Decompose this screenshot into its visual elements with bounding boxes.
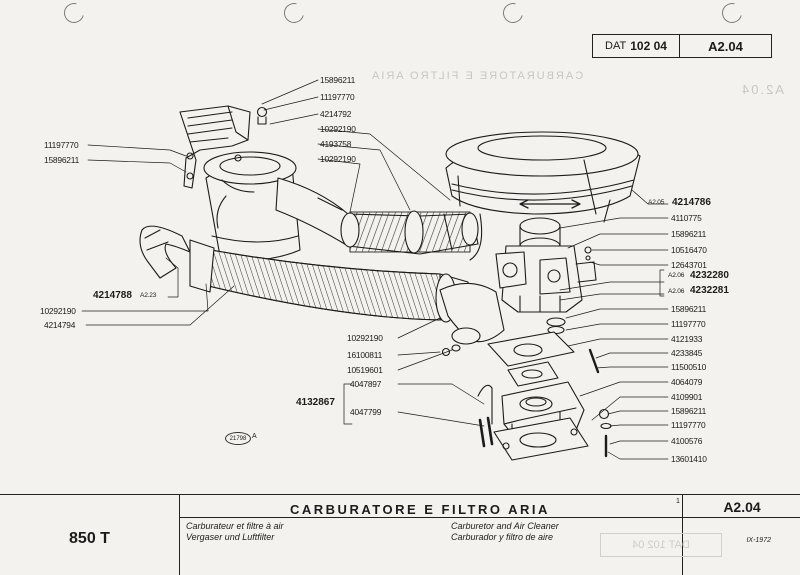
figure-number: 21798 — [225, 432, 251, 445]
part-number-label: 10519601 — [347, 365, 383, 375]
part-number-label: 10292190 — [320, 154, 356, 164]
sheet-code-box: DAT 102 04 A2.04 — [592, 34, 772, 58]
doc-number-value: 102 04 — [630, 39, 667, 53]
footer-code-divider — [683, 517, 800, 518]
figure-letter: A — [252, 433, 257, 440]
section-title: CARBURATORE E FILTRO ARIA — [290, 502, 550, 517]
carburetor — [495, 245, 597, 313]
part-number-label: 10292190 — [347, 333, 383, 343]
title-spanish: Carburador y filtro de aire — [451, 532, 554, 542]
carburetor-gaskets — [487, 317, 600, 387]
doc-number: DAT 102 04 — [593, 35, 680, 57]
section-reference: A2.23 — [140, 292, 157, 299]
part-number-label: 4047897 — [350, 379, 382, 389]
air-cleaner — [445, 131, 641, 261]
section-reference: A2.06 — [668, 272, 685, 279]
part-number-label: 4100576 — [671, 436, 703, 446]
part-number-label: 4110775 — [671, 213, 702, 223]
title-german: Vergaser und Luftfilter — [186, 532, 275, 542]
air-intake-body — [203, 151, 301, 261]
part-number-label: 4132867 — [296, 397, 335, 408]
part-number-label: 10516470 — [671, 245, 707, 255]
part-number-label: 15896211 — [320, 75, 356, 85]
footer-code-box: A2.04 IX-1972 — [682, 495, 800, 575]
part-number-label: 4214786 — [672, 197, 711, 208]
part-number-label: 15896211 — [44, 155, 80, 165]
doc-prefix: DAT — [605, 40, 627, 52]
part-number-label: 16100811 — [347, 350, 383, 360]
part-number-label: 11197770 — [320, 92, 355, 102]
title-french: Carburateur et filtre à air — [186, 521, 284, 531]
part-number-label: 11500510 — [671, 362, 707, 372]
hose-elbow — [439, 282, 505, 343]
part-number-label: 11197770 — [671, 420, 706, 430]
title-block: 850 T CARBURATORE E FILTRO ARIA Carburat… — [0, 494, 800, 575]
corrugated-hose — [189, 239, 471, 323]
sheet-marker: 1 — [676, 498, 680, 505]
part-number-label: 15896211 — [671, 304, 707, 314]
sheet-code: A2.04 — [708, 38, 743, 54]
issue-date: IX-1972 — [746, 537, 771, 544]
part-number-label: 11197770 — [671, 319, 706, 329]
part-number-label: 4193758 — [320, 139, 352, 149]
part-number-label: 4232280 — [690, 270, 729, 281]
part-number-label: 13601410 — [671, 454, 707, 464]
part-number-label: 4064079 — [671, 377, 703, 387]
leader-lines — [81, 79, 669, 460]
title-english: Carburetor and Air Cleaner — [451, 521, 559, 531]
part-number-label: 12643701 — [671, 260, 707, 270]
section-reference: A2.06 — [668, 288, 685, 295]
intake-manifold — [477, 381, 612, 461]
part-number-label: 4233845 — [671, 348, 703, 358]
part-number-label: 15896211 — [671, 406, 707, 416]
part-number-label: 4214792 — [320, 109, 352, 119]
part-number-label: 10292190 — [320, 124, 356, 134]
stud-bolts — [478, 416, 494, 448]
title-divider — [180, 517, 682, 518]
footer-sheet-code: A2.04 — [723, 499, 761, 515]
part-number-label: 15896211 — [671, 229, 707, 239]
bleed-through-box: DAT 102 04 — [600, 533, 722, 557]
mounting-bracket — [179, 105, 268, 189]
part-number-label: 11197770 — [44, 140, 79, 150]
part-number-label: 4047799 — [350, 407, 382, 417]
part-number-label: 10292190 — [40, 306, 76, 316]
part-number-label: 4121933 — [671, 334, 703, 344]
part-number-label: 4214794 — [44, 320, 76, 330]
exploded-view-drawing — [81, 79, 669, 461]
inlet-elbow — [139, 225, 191, 279]
part-number-label: 4109901 — [671, 392, 703, 402]
part-number-label: 4214788 — [93, 290, 132, 301]
part-number-label: 4232281 — [690, 285, 729, 296]
vehicle-model: 850 T — [0, 495, 180, 575]
section-reference: A2.05 — [648, 199, 665, 206]
